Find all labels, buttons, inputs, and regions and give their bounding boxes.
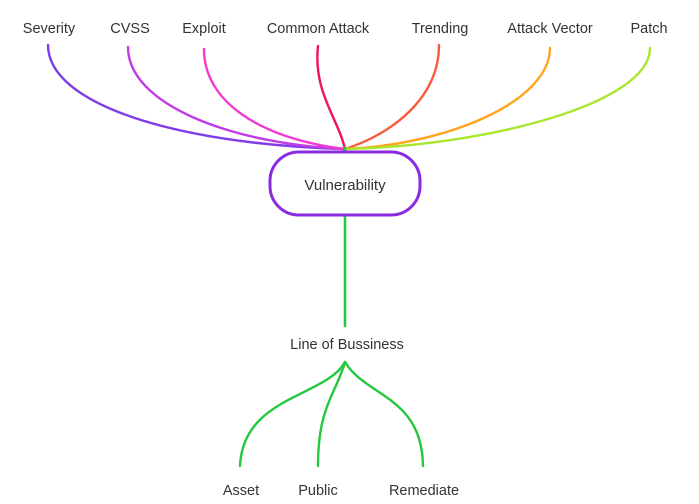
label-line-of-business: Line of Bussiness bbox=[290, 337, 404, 353]
edge-attack-vector bbox=[344, 46, 552, 151]
vulnerability-node-label: Vulnerability bbox=[304, 177, 386, 194]
edge-cvss bbox=[126, 45, 346, 151]
edge-remediate bbox=[343, 360, 425, 468]
edge-asset bbox=[238, 360, 347, 468]
label-trending: Trending bbox=[412, 21, 469, 37]
label-public: Public bbox=[298, 483, 338, 499]
label-cvss: CVSS bbox=[110, 21, 150, 37]
edge-trending bbox=[343, 43, 441, 151]
label-severity: Severity bbox=[23, 21, 76, 37]
label-asset: Asset bbox=[223, 483, 259, 499]
edge-exploit bbox=[202, 47, 346, 151]
label-remediate: Remediate bbox=[389, 483, 459, 499]
edge-patch bbox=[344, 46, 652, 151]
edge-severity bbox=[46, 43, 346, 151]
label-attack-vector: Attack Vector bbox=[507, 21, 593, 37]
label-patch: Patch bbox=[630, 21, 667, 37]
vulnerability-node bbox=[268, 150, 422, 217]
edge-common-attack bbox=[316, 44, 347, 151]
edge-public bbox=[316, 360, 347, 468]
label-common-attack: Common Attack bbox=[267, 21, 370, 37]
label-exploit: Exploit bbox=[182, 21, 226, 37]
